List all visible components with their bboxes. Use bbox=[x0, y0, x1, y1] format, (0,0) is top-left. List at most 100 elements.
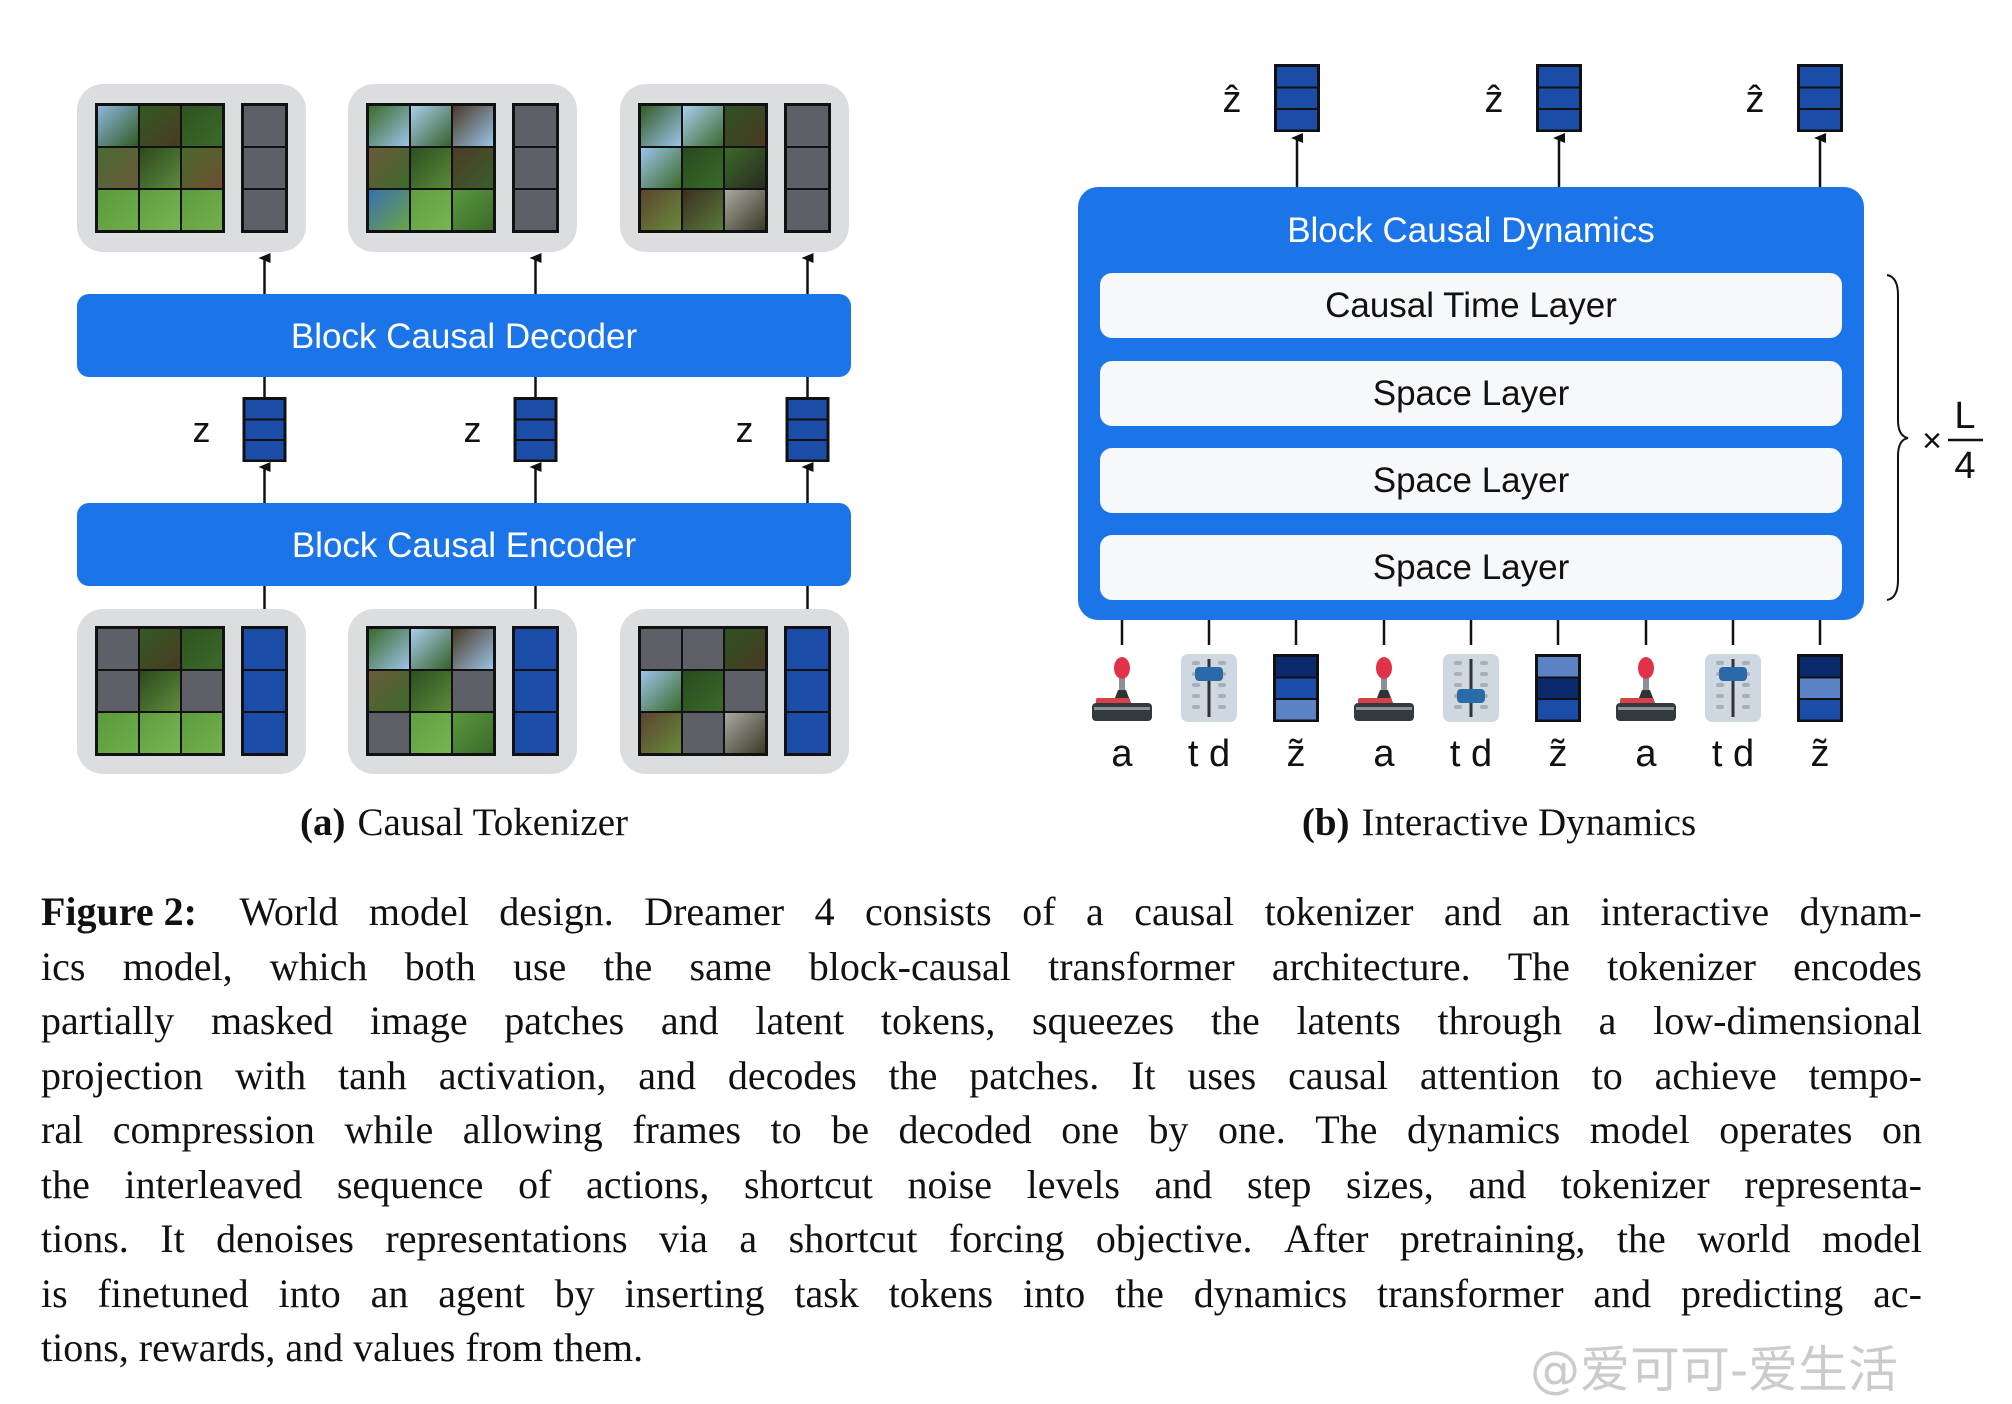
slider-icon bbox=[1181, 654, 1237, 722]
repeat-brace bbox=[1886, 274, 1909, 601]
input-frame-card bbox=[348, 609, 577, 774]
predicted-z-label: ẑ bbox=[1485, 79, 1504, 121]
dynamics-title: Block Causal Dynamics bbox=[1287, 211, 1655, 250]
image-patch bbox=[140, 190, 180, 230]
repeat-numerator: L bbox=[1954, 395, 1975, 437]
image-patch bbox=[98, 148, 138, 188]
transformer-layer bbox=[1100, 448, 1842, 513]
noisy-latent-token bbox=[1535, 654, 1581, 722]
image-patch bbox=[369, 106, 409, 146]
masked-patch bbox=[683, 713, 723, 753]
layer-label: Space Layer bbox=[1373, 374, 1570, 413]
input-label: z̃ bbox=[1811, 733, 1830, 775]
image-patch bbox=[453, 629, 493, 669]
input-frame-card bbox=[77, 609, 306, 774]
image-patch bbox=[369, 671, 409, 711]
latent-token bbox=[515, 106, 556, 146]
image-patch bbox=[725, 629, 765, 669]
masked-patch bbox=[683, 629, 723, 669]
encoder-label: Block Causal Encoder bbox=[292, 526, 637, 565]
image-patch bbox=[411, 148, 451, 188]
image-patch bbox=[453, 713, 493, 753]
image-patch bbox=[641, 713, 681, 753]
image-patch bbox=[98, 106, 138, 146]
image-patch bbox=[98, 190, 138, 230]
noisy-latent-token bbox=[1797, 654, 1843, 722]
latent-token bbox=[244, 190, 285, 230]
latent-token bbox=[787, 106, 828, 146]
image-patch bbox=[411, 713, 451, 753]
input-label: a bbox=[1373, 733, 1395, 775]
image-patch bbox=[453, 148, 493, 188]
figure-diagram: Block Causal Decoder Block Causal Encode… bbox=[77, 64, 1983, 844]
image-patch bbox=[683, 190, 723, 230]
image-patch bbox=[725, 106, 765, 146]
predicted-token bbox=[1274, 64, 1320, 132]
image-patch bbox=[140, 148, 180, 188]
image-patch bbox=[411, 106, 451, 146]
image-patch bbox=[140, 629, 180, 669]
interactive-dynamics-panel: Block Causal Dynamics Causal Time LayerS… bbox=[1078, 64, 1983, 844]
layer-label: Space Layer bbox=[1373, 548, 1570, 587]
image-patch bbox=[140, 671, 180, 711]
masked-patch bbox=[98, 629, 138, 669]
image-patch bbox=[453, 106, 493, 146]
masked-patch bbox=[98, 671, 138, 711]
latent-token bbox=[515, 190, 556, 230]
predicted-token bbox=[1797, 64, 1843, 132]
image-patch bbox=[683, 671, 723, 711]
dynamics-caption: (b)Interactive Dynamics bbox=[1302, 801, 1696, 844]
latent-token bbox=[515, 629, 556, 669]
watermark: @爱可可-爱生活 bbox=[1530, 1341, 1899, 1399]
joystick-icon bbox=[1354, 657, 1414, 721]
latent-token bbox=[244, 629, 285, 669]
input-label: t d bbox=[1450, 733, 1492, 775]
masked-patch bbox=[453, 671, 493, 711]
latent-z-label: z bbox=[464, 409, 482, 450]
image-patch bbox=[411, 629, 451, 669]
latent-token bbox=[787, 629, 828, 669]
input-label: a bbox=[1111, 733, 1133, 775]
layer-label: Causal Time Layer bbox=[1325, 286, 1617, 325]
decoder-block bbox=[77, 294, 851, 377]
encoder-block bbox=[77, 503, 851, 586]
transformer-layer bbox=[1100, 273, 1842, 338]
joystick-icon bbox=[1616, 657, 1676, 721]
image-patch bbox=[369, 190, 409, 230]
latent-token bbox=[244, 148, 285, 188]
image-patch bbox=[369, 629, 409, 669]
image-patch bbox=[641, 190, 681, 230]
latent-token bbox=[515, 148, 556, 188]
image-patch bbox=[683, 148, 723, 188]
reconstructed-frame-card bbox=[348, 84, 577, 252]
image-patch bbox=[182, 190, 222, 230]
image-patch bbox=[725, 148, 765, 188]
input-label: z̃ bbox=[1549, 733, 1568, 775]
image-patch bbox=[140, 106, 180, 146]
latent-z-label: z bbox=[193, 409, 211, 450]
latent-token bbox=[244, 713, 285, 753]
input-label: a bbox=[1635, 733, 1657, 775]
image-patch bbox=[641, 106, 681, 146]
predicted-token bbox=[1536, 64, 1582, 132]
input-label: t d bbox=[1712, 733, 1754, 775]
latent-token bbox=[244, 671, 285, 711]
latent-token bbox=[515, 671, 556, 711]
transformer-layer bbox=[1100, 535, 1842, 600]
input-label: t d bbox=[1188, 733, 1230, 775]
image-patch bbox=[182, 148, 222, 188]
latent-token bbox=[787, 671, 828, 711]
predicted-z-label: ẑ bbox=[1223, 79, 1242, 121]
image-patch bbox=[411, 671, 451, 711]
caption-label: Figure 2: bbox=[41, 889, 197, 934]
latent-z-label: z bbox=[736, 409, 754, 450]
repeat-denominator: 4 bbox=[1954, 445, 1975, 487]
